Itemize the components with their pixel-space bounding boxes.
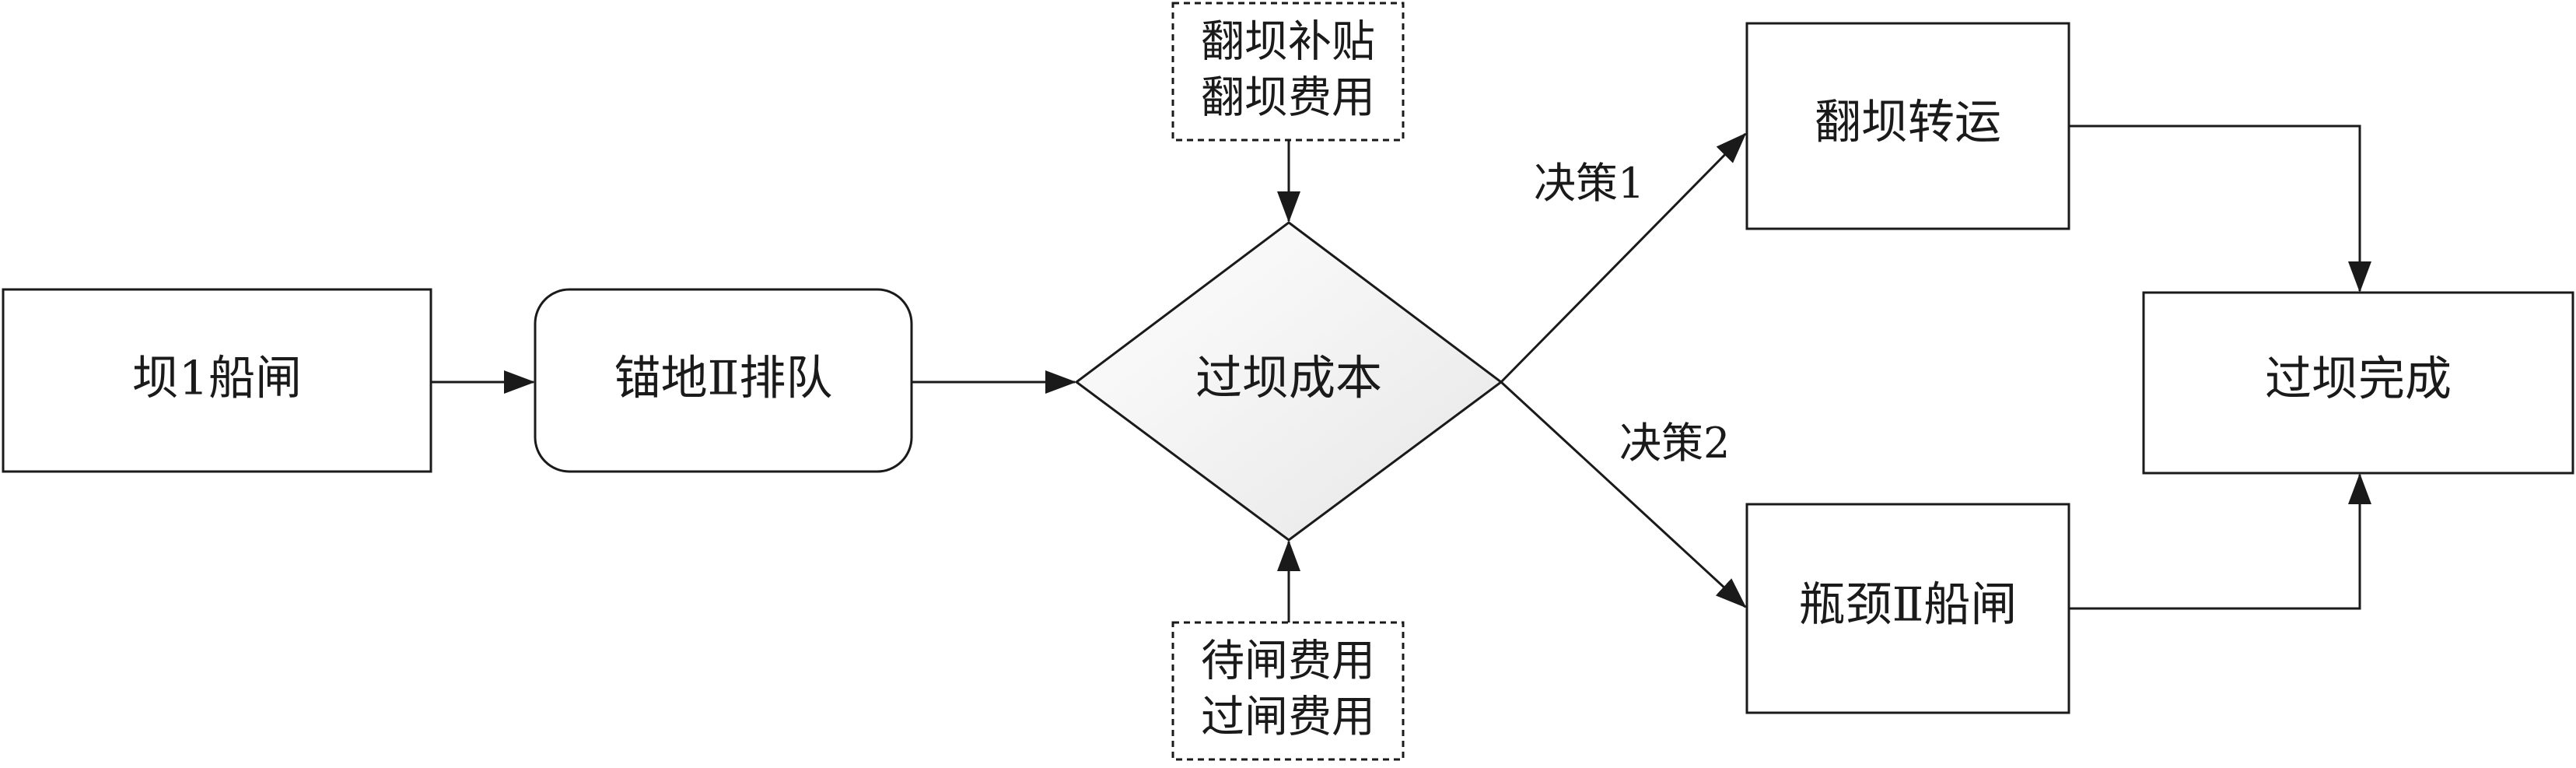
node-dam1-lock: 坝1船闸 bbox=[2, 288, 432, 473]
node-crossing-cost: 过坝成本 bbox=[1074, 221, 1503, 542]
node-anchorage-queue: 锚地Ⅱ排队 bbox=[534, 288, 913, 473]
node-dam1-lock-label: 坝1船闸 bbox=[132, 352, 302, 406]
note-top-line1: 翻坝补贴 bbox=[1201, 17, 1375, 68]
note-top: 翻坝补贴 翻坝费用 bbox=[1171, 2, 1405, 142]
note-bottom-line2: 过闸费用 bbox=[1201, 693, 1375, 743]
node-bottleneck-lock: 瓶颈Ⅱ船闸 bbox=[1745, 503, 2070, 714]
note-top-line2: 翻坝费用 bbox=[1201, 73, 1375, 124]
node-crossing-cost-label: 过坝成本 bbox=[1195, 352, 1382, 406]
node-bottleneck-lock-label: 瓶颈Ⅱ船闸 bbox=[1799, 578, 2018, 633]
edge-label-decision2: 决策2 bbox=[1619, 419, 1730, 468]
edge-bottleneck-to-done bbox=[2069, 473, 2371, 610]
node-dam-transfer: 翻坝转运 bbox=[1745, 22, 2070, 230]
node-dam-transfer-label: 翻坝转运 bbox=[1815, 96, 2001, 150]
edge-cost-to-bottleneck bbox=[1500, 380, 1747, 608]
edge-cost-to-transfer bbox=[1500, 132, 1747, 384]
node-crossing-done-label: 过坝完成 bbox=[2265, 352, 2452, 407]
edge-label-decision1: 决策1 bbox=[1534, 159, 1644, 208]
node-anchorage-queue-label: 锚地Ⅱ排队 bbox=[614, 352, 833, 406]
node-crossing-done: 过坝完成 bbox=[2142, 291, 2574, 475]
note-bottom-line1: 待闸费用 bbox=[1201, 636, 1375, 687]
edge-transfer-to-done bbox=[2069, 124, 2371, 293]
note-bottom: 待闸费用 过闸费用 bbox=[1171, 621, 1405, 761]
